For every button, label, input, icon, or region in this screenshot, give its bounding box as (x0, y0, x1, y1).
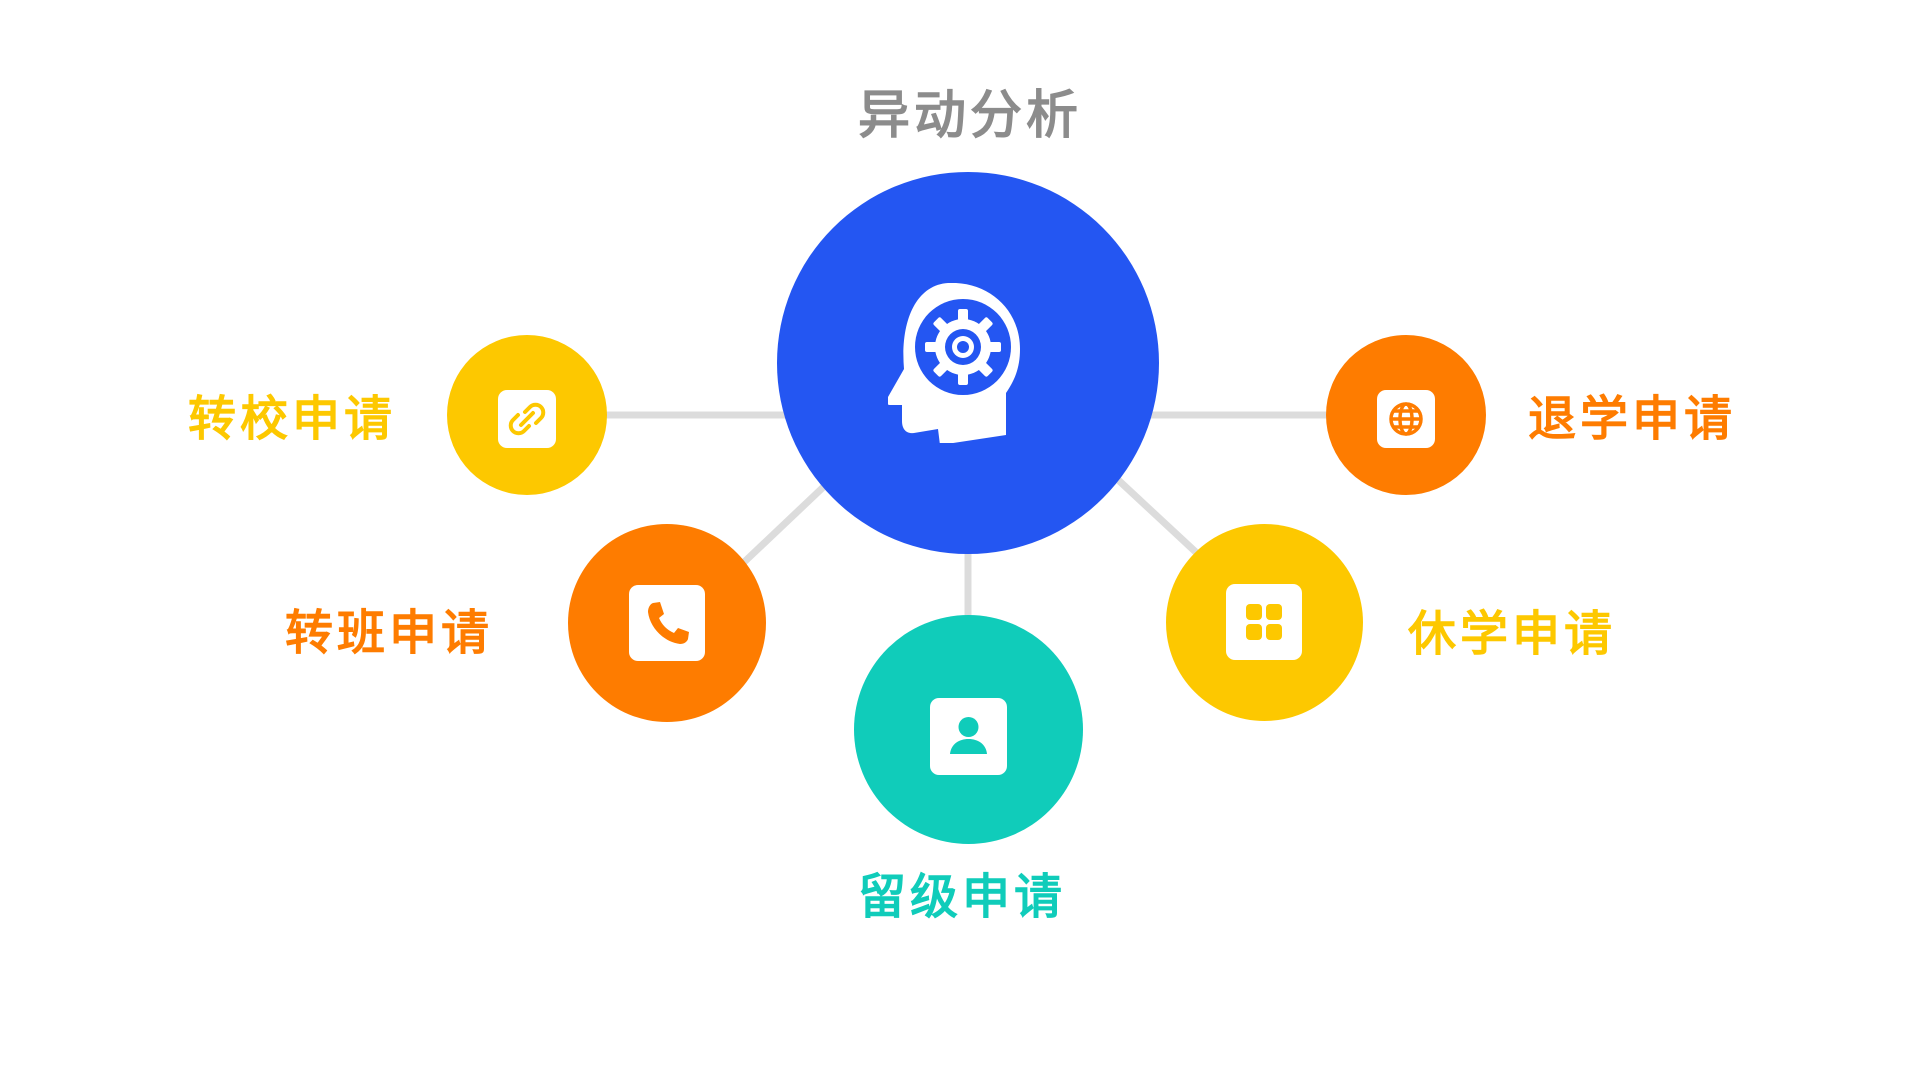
grid-icon-tile (1226, 584, 1302, 660)
head-gear-icon (888, 283, 1020, 443)
phone-icon-tile (629, 585, 705, 661)
node-transfer-class (568, 524, 766, 722)
globe-icon (1389, 402, 1423, 436)
node-transfer-school (447, 335, 607, 495)
grid-icon (1246, 604, 1282, 640)
connector-transfer-class (737, 473, 838, 569)
user-card-icon-tile (930, 698, 1007, 775)
globe-icon-tile (1377, 390, 1435, 448)
user-card-icon (950, 717, 987, 754)
node-withdraw (1326, 335, 1486, 495)
node-suspend-study (1166, 524, 1363, 721)
hub-title: 异动分析 (857, 86, 1082, 146)
link-icon (508, 402, 546, 436)
hub-circle (777, 172, 1159, 554)
label-transfer-school: 转校申请 (188, 391, 397, 447)
link-icon-tile (498, 390, 556, 448)
label-withdraw: 退学申请 (1528, 391, 1737, 447)
label-transfer-class: 转班申请 (285, 605, 494, 661)
label-suspend-study: 休学申请 (1408, 606, 1617, 662)
label-repeat-grade: 留级申请 (858, 869, 1067, 925)
node-repeat-grade (854, 615, 1083, 844)
phone-icon (648, 602, 689, 644)
